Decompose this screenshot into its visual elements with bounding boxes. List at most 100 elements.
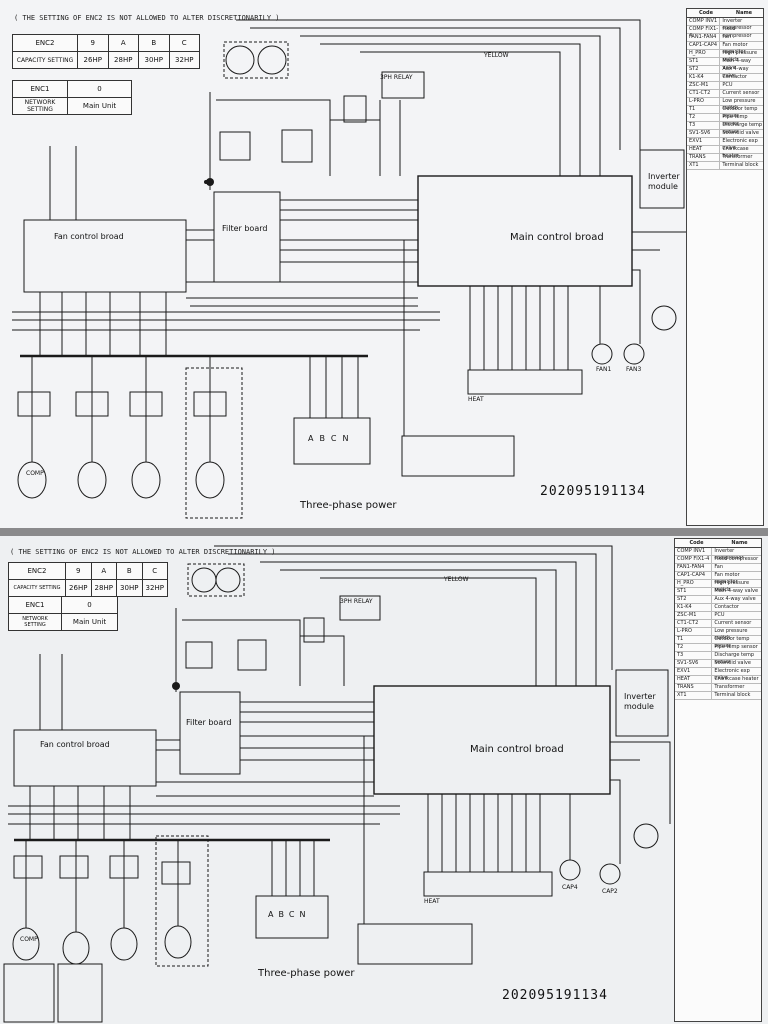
legend-code: H_PRO [675, 580, 713, 587]
legend-name: High pressure switch [722, 50, 758, 63]
legend-code: HEAT [687, 146, 721, 153]
legend-code: T1 [687, 106, 721, 113]
legend-name: Transformer [714, 684, 745, 690]
heater-label: HEAT [468, 396, 484, 403]
enc2-warning: ( THE SETTING OF ENC2 IS NOT ALLOWED TO … [14, 14, 280, 22]
fan-control-board-box [13, 729, 157, 787]
legend-code: CAP1-CAP4 [687, 42, 721, 49]
legend-name: Discharge temp sensor [714, 652, 755, 665]
legend-name: Crankcase heater [722, 146, 749, 159]
power-terminals: ABCN [268, 910, 311, 919]
legend-name: Fan motor capacitor [714, 572, 740, 585]
wiring-diagram-sheet-top: ( THE SETTING OF ENC2 IS NOT ALLOWED TO … [0, 0, 768, 528]
legend-code: COMP INV1 [675, 548, 713, 555]
enc2-capacity: 32HP [141, 579, 168, 597]
legend-name: Inverter compressor [714, 548, 744, 561]
legend-name: Current sensor [714, 620, 752, 626]
legend-code: T3 [675, 652, 713, 659]
legend-code: K1-K4 [687, 74, 721, 81]
cap2-label: CAP2 [602, 888, 618, 895]
fan1-label: FAN1 [596, 366, 612, 373]
legend-name: Discharge temp sensor [722, 122, 763, 135]
circuit-lines-bottom [3, 545, 671, 1023]
legend-name: Main 4-way valve [722, 58, 752, 71]
enc2-row-label: CAPACITY SETTING [12, 51, 78, 69]
inverter-module-box [615, 669, 669, 737]
legend-name: Outdoor temp sensor [714, 636, 750, 649]
fan-control-board-label: Fan control broad [40, 740, 110, 749]
legend-code: COMP FIX1-4 [675, 556, 713, 563]
legend-code: ST1 [675, 588, 713, 595]
legend-code: SV1-SV6 [687, 130, 721, 137]
compressor-label: COMP [26, 470, 44, 477]
wiring-diagram-sheet-bottom: ( THE SETTING OF ENC2 IS NOT ALLOWED TO … [0, 536, 768, 1024]
legend-code: FAN1-FAN4 [687, 34, 721, 41]
legend-name: Aux 4-way valve [722, 66, 749, 79]
enc2-capacity: 32HP [168, 51, 200, 69]
enc2-capacity: 26HP [77, 51, 109, 69]
main-control-board-label: Main control broad [510, 232, 604, 243]
legend-code: COMP FIX1-4 [687, 26, 721, 39]
inverter-module-label: Inverter module [648, 172, 680, 191]
legend-code: EXV1 [687, 138, 721, 145]
yellow-wire-label: YELLOW [444, 576, 469, 583]
main-control-board-box [417, 175, 633, 287]
legend-code: CT1-CT2 [687, 90, 721, 97]
legend-name: Terminal block [714, 692, 751, 698]
fan-control-board-label: Fan control broad [54, 232, 124, 241]
legend-code: L-PRO [675, 628, 713, 635]
enc1-row-label: NETWORK SETTING [8, 613, 62, 631]
legend-code: SV1-SV6 [675, 660, 713, 667]
filter-board-box [179, 691, 241, 775]
legend-name: Pipe temp sensor [714, 644, 758, 650]
legend-name: Pipe temp sensor [722, 114, 748, 127]
legend-name: Crankcase heater [714, 676, 759, 682]
relay-label: 3PH RELAY [340, 598, 373, 605]
legend-code: ST1 [687, 58, 721, 65]
legend-code: COMP INV1 [687, 18, 721, 25]
cap4-label: CAP4 [562, 884, 578, 891]
enc2-table: ENC2 9 A B C CAPACITY SETTING 26HP 28HP … [8, 562, 168, 597]
legend-code: FAN1-FAN4 [675, 564, 713, 571]
legend-name: Fan motor capacitor [722, 42, 748, 55]
legend-name: Terminal block [722, 162, 759, 168]
legend-code: EXV1 [675, 668, 713, 675]
legend-code: CAP1-CAP4 [675, 572, 713, 579]
inverter-module-box [639, 149, 685, 209]
three-phase-power-label: Three-phase power [300, 500, 397, 511]
legend-code: ZSC-M1 [687, 82, 721, 89]
enc1-table: ENC1 0 NETWORK SETTING Main Unit [8, 596, 118, 631]
main-control-board-label: Main control broad [470, 744, 564, 755]
legend-name: High pressure switch [714, 580, 750, 593]
legend-name: Fan [714, 564, 724, 570]
legend-name: Inverter compressor [722, 18, 752, 31]
power-terminals: ABCN [308, 434, 355, 443]
compressor-label: COMP [20, 936, 38, 943]
enc2-table: ENC2 9 A B C CAPACITY SETTING 26HP 28HP … [12, 34, 200, 69]
